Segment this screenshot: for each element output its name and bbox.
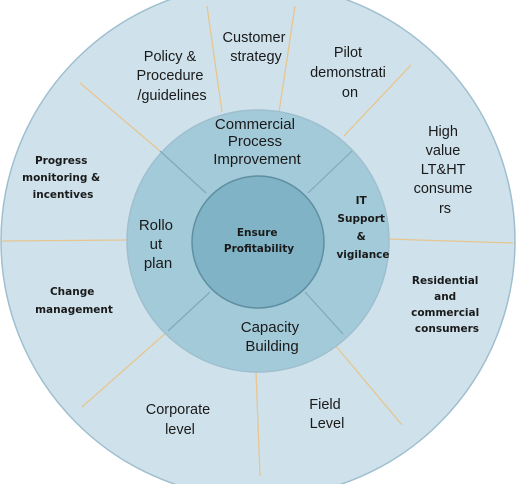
outer-label-line: and: [434, 291, 456, 303]
middle-label-line: Improvement: [213, 151, 301, 168]
divider-line: [79, 82, 161, 152]
middle-label-line: IT: [356, 195, 368, 207]
outer-label-line: on: [342, 85, 358, 101]
middle-label-line: ut: [150, 236, 163, 253]
outer-label-line: monitoring &: [22, 172, 100, 184]
middle-label-line: &: [357, 231, 366, 243]
outer-label-line: High: [428, 124, 458, 140]
outer-label-high-value: High value LT&HT consume rs: [414, 124, 477, 217]
middle-label-line: Commercial: [215, 116, 295, 133]
divider-line: [1, 239, 129, 242]
outer-label-line: Change: [50, 286, 94, 298]
outer-label-line: value: [426, 143, 461, 159]
outer-label-line: Progress: [35, 155, 87, 167]
outer-label-line: Level: [310, 416, 345, 432]
middle-label-line: vigilance: [336, 249, 389, 261]
outer-label-line: LT&HT: [421, 162, 466, 178]
outer-label-line: level: [165, 422, 195, 438]
outer-label-line: rs: [439, 201, 451, 217]
outer-label-line: Policy &: [144, 49, 197, 65]
inner-circle: [191, 175, 325, 309]
outer-label-residential: Residential and commercial consumers: [411, 275, 483, 335]
center-label-line: Profitability: [224, 243, 294, 255]
outer-label-line: Corporate: [146, 402, 210, 418]
outer-label-progress: Progress monitoring & incentives: [22, 155, 104, 201]
outer-label-change-management: Change management: [35, 286, 113, 316]
outer-label-line: Customer: [223, 30, 286, 46]
divider-line: [278, 5, 296, 113]
outer-label-line: Procedure: [137, 68, 204, 84]
outer-label-line: Pilot: [334, 45, 362, 61]
divider-line: [307, 150, 353, 194]
middle-label-rollout: Rollo ut plan: [139, 217, 177, 272]
divider-line: [159, 150, 207, 194]
middle-label-line: Process: [228, 133, 282, 150]
outer-label-line: consume: [414, 181, 473, 197]
outer-label-line: strategy: [230, 49, 282, 65]
divider-line: [334, 344, 403, 426]
outer-label-corporate: Corporate level: [146, 402, 215, 438]
middle-label-line: Capacity: [241, 319, 300, 336]
divider-line: [343, 64, 412, 137]
outer-label-customer-strategy: Customer strategy: [223, 30, 290, 65]
divider-line: [304, 291, 344, 335]
outer-label-policy: Policy & Procedure /guidelines: [137, 49, 208, 104]
center-label: Ensure Profitability: [224, 227, 294, 255]
divider-line: [386, 238, 514, 244]
divider-line: [81, 330, 169, 408]
center-label-line: Ensure: [237, 227, 278, 239]
middle-label-line: plan: [144, 255, 172, 272]
divider-line: [206, 5, 223, 113]
outer-label-field-level: Field Level: [309, 397, 344, 432]
outer-ring-dividers: [1, 5, 514, 477]
outer-label-line: incentives: [33, 189, 94, 201]
divider-line: [167, 291, 211, 332]
outer-label-line: /guidelines: [137, 88, 206, 104]
middle-label-line: Support: [337, 213, 384, 225]
outer-label-line: consumers: [415, 323, 479, 335]
outer-label-pilot: Pilot demonstrati on: [310, 45, 390, 101]
outer-label-line: commercial: [411, 307, 479, 319]
middle-label-capacity: Capacity Building: [241, 319, 304, 355]
middle-label-it-support: IT Support & vigilance: [336, 195, 389, 261]
outer-label-line: demonstrati: [310, 65, 386, 81]
middle-label-line: Rollo: [139, 217, 173, 234]
outer-label-line: Residential: [412, 275, 478, 287]
middle-label-line: Building: [245, 338, 298, 355]
outer-label-line: Field: [309, 397, 340, 413]
divider-line: [255, 370, 261, 477]
middle-label-commercial: Commercial Process Improvement: [213, 116, 301, 168]
outer-label-line: management: [35, 304, 113, 316]
middle-ring-dividers: [159, 150, 353, 335]
